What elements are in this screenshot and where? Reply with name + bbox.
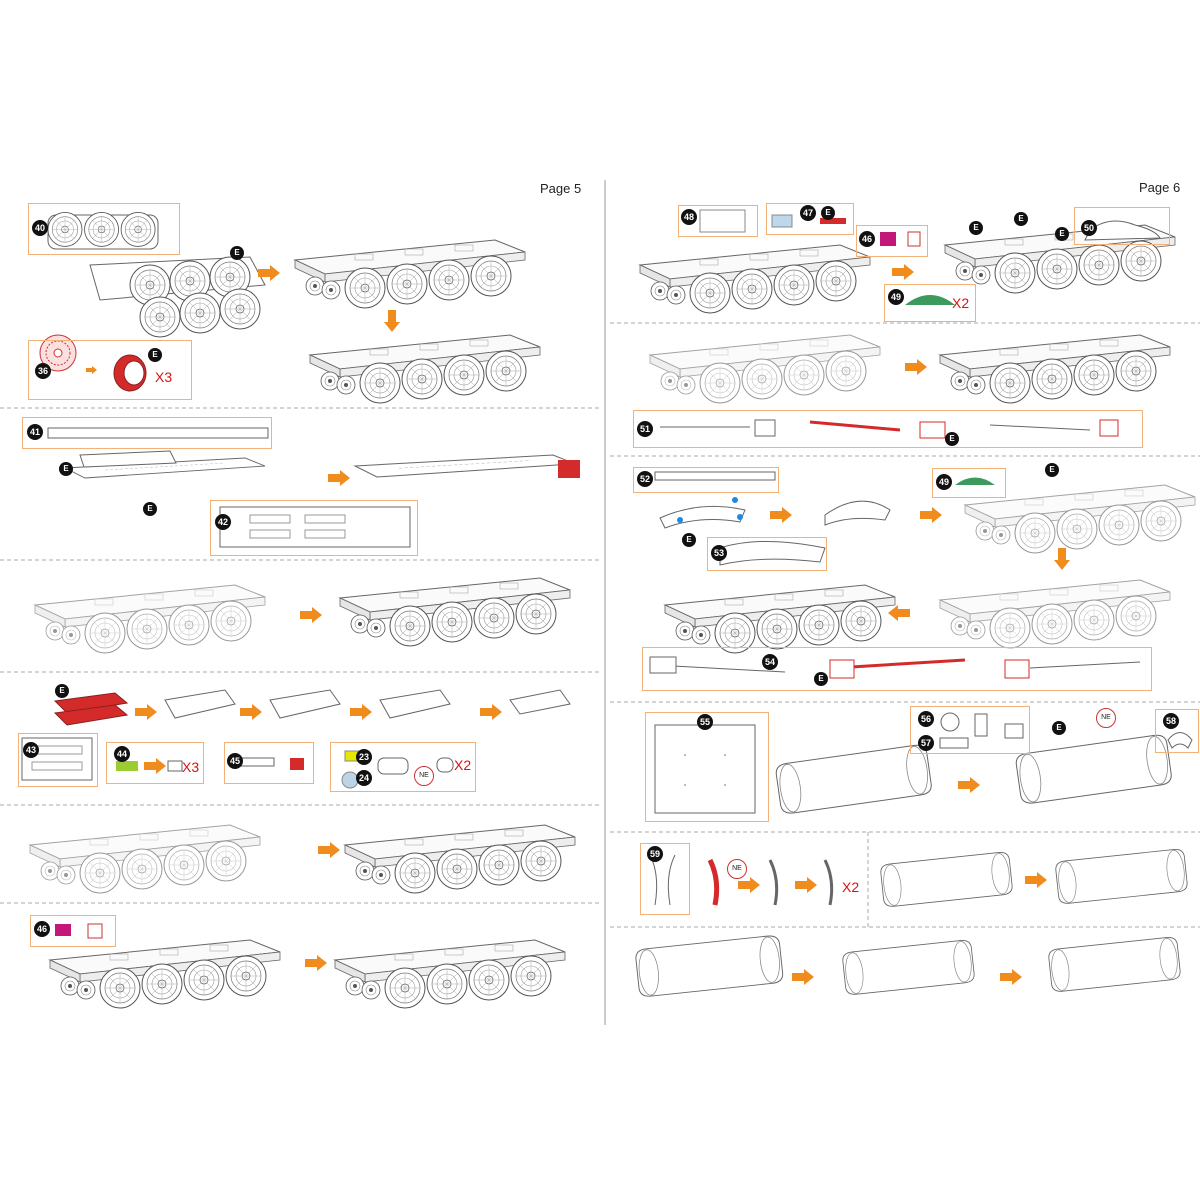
infobox-step-48 xyxy=(678,205,758,237)
infobox-step-42 xyxy=(210,500,418,556)
step-number-51: 51 xyxy=(637,421,653,437)
step-number-56: 56 xyxy=(918,711,934,727)
badge-e-12: E xyxy=(1045,463,1059,477)
infobox-step-59 xyxy=(640,843,690,915)
infobox-step-50 xyxy=(1074,207,1170,245)
badge-e-4: E xyxy=(143,502,157,516)
badge-e-7: E xyxy=(969,221,983,235)
infobox-step-53 xyxy=(707,537,827,571)
infobox-step-49b xyxy=(932,468,1006,498)
infobox-step-43 xyxy=(18,733,98,787)
badge-e-5: E xyxy=(55,684,69,698)
infobox-step-54 xyxy=(642,647,1152,691)
step-number-41: 41 xyxy=(27,424,43,440)
step-number-54: 54 xyxy=(762,654,778,670)
infobox-step-44 xyxy=(106,742,204,784)
badge-ne-2: NE xyxy=(1096,708,1116,728)
infobox-step-51 xyxy=(633,410,1143,448)
infobox-step-45 xyxy=(224,742,314,784)
badge-e-2: E xyxy=(148,348,162,362)
step-number-57: 57 xyxy=(918,735,934,751)
step-number-42: 42 xyxy=(215,514,231,530)
infobox-step-40 xyxy=(28,203,180,255)
step-number-53: 53 xyxy=(711,545,727,561)
page-label-5: Page 5 xyxy=(540,181,582,196)
step-number-59: 59 xyxy=(647,846,663,862)
page-label-6: Page 6 xyxy=(1139,180,1181,195)
badge-e-11: E xyxy=(682,533,696,547)
step-number-50: 50 xyxy=(1081,220,1097,236)
badge-ne-1: NE xyxy=(414,766,434,786)
badge-e-3: E xyxy=(59,462,73,476)
infobox-step-46b xyxy=(856,225,928,257)
infobox-step-41 xyxy=(22,417,272,449)
step-number-55: 55 xyxy=(697,714,713,730)
infobox-step-58 xyxy=(1155,709,1199,753)
infobox-step-36 xyxy=(28,340,192,400)
badge-e-9: E xyxy=(1055,227,1069,241)
step-number-49b: 49 xyxy=(936,474,952,490)
multiplier-x2-step-59: X2 xyxy=(842,879,860,895)
infobox-step-56-57 xyxy=(910,706,1030,754)
badge-e-8: E xyxy=(1014,212,1028,226)
step-number-46b: 46 xyxy=(859,231,875,247)
badge-e-14: E xyxy=(1052,721,1066,735)
step-number-45: 45 xyxy=(227,753,243,769)
step-number-58: 58 xyxy=(1163,713,1179,729)
step-number-52: 52 xyxy=(637,471,653,487)
infobox-step-55 xyxy=(645,712,769,822)
badge-e-13: E xyxy=(814,672,828,686)
multiplier-x2-step-49: X2 xyxy=(952,295,970,311)
badge-e-6: E xyxy=(821,206,835,220)
multiplier-x2-step-23: X2 xyxy=(454,757,472,773)
step-number-49a: 49 xyxy=(888,289,904,305)
multiplier-x3-step-44: X3 xyxy=(182,759,200,775)
infobox-step-47 xyxy=(766,203,854,235)
step-number-43: 43 xyxy=(23,742,39,758)
step-number-44: 44 xyxy=(114,746,130,762)
step-number-40: 40 xyxy=(32,220,48,236)
badge-e-10: E xyxy=(945,432,959,446)
multiplier-x3-step-36: X3 xyxy=(155,369,173,385)
infobox-step-49a xyxy=(884,284,976,322)
badge-ne-3: NE xyxy=(727,859,747,879)
infobox-step-46a xyxy=(30,915,116,947)
step-number-24: 24 xyxy=(356,770,372,786)
step-number-48: 48 xyxy=(681,209,697,225)
step-number-36: 36 xyxy=(35,363,51,379)
step-number-23: 23 xyxy=(356,749,372,765)
infobox-step-23-24 xyxy=(330,742,476,792)
step-number-47: 47 xyxy=(800,205,816,221)
badge-e-1: E xyxy=(230,246,244,260)
step-number-46a: 46 xyxy=(34,921,50,937)
infobox-step-52 xyxy=(633,467,779,493)
